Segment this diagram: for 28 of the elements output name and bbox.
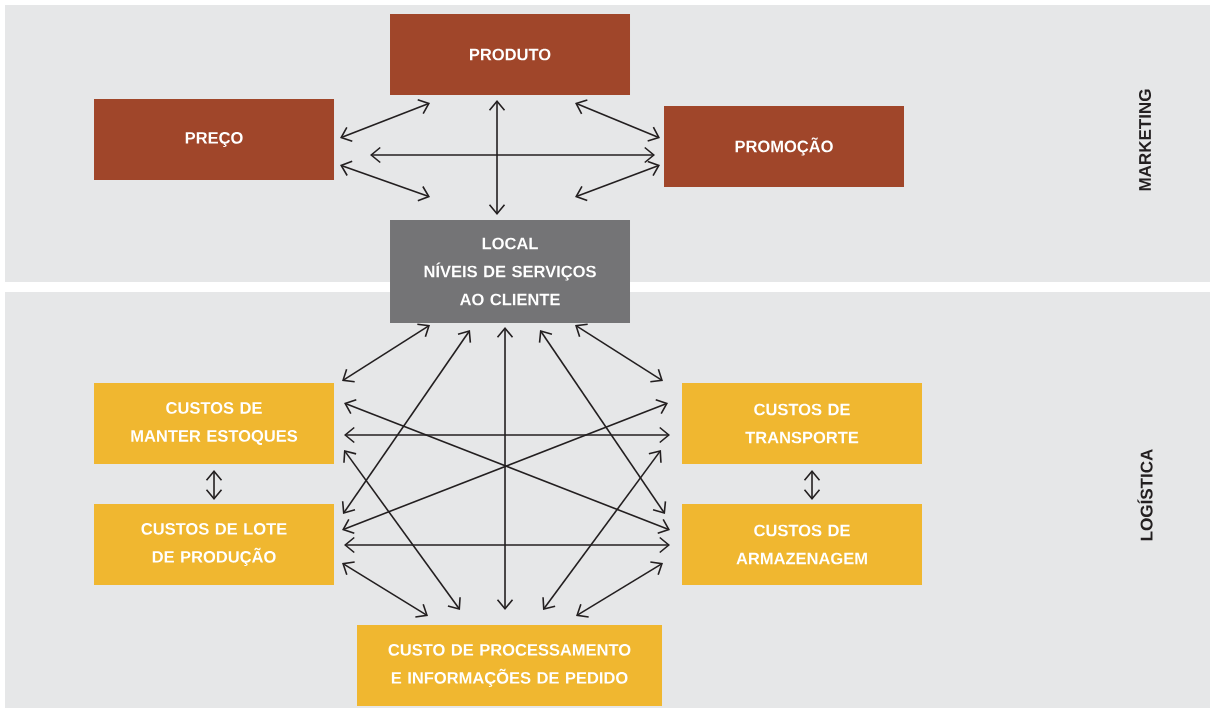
arrow [803,470,821,500]
box: PROMOÇÃO [664,106,904,187]
arrow [575,160,660,202]
arrow [344,426,670,444]
arrow [576,561,663,618]
arrow [344,536,670,554]
arrow [340,160,430,202]
box: CUSTOS DE LOTE DE PRODUÇÃO [94,504,334,585]
box: CUSTOS DE ARMAZENAGEM [682,504,922,585]
arrow [342,561,428,618]
arrow [370,146,655,164]
arrow [340,98,430,143]
box: PREÇO [94,99,334,180]
box: CUSTOS DE MANTER ESTOQUES [94,383,334,464]
box: CUSTOS DE TRANSPORTE [682,383,922,464]
box: PRODUTO [390,14,630,95]
arrow [342,323,430,383]
box: LOCAL NÍVEIS DE SERVIÇOS AO CLIENTE [390,220,630,323]
arrow [542,450,662,610]
arrow [488,100,506,215]
arrow [343,450,461,610]
arrow [205,470,223,500]
arrow [575,99,660,142]
box: CUSTO DE PROCESSAMENTO E INFORMAÇÕES DE PEDIDO [357,625,662,706]
arrow [496,327,514,610]
arrow [538,330,667,514]
arrow [575,323,663,383]
arrow [341,330,472,514]
